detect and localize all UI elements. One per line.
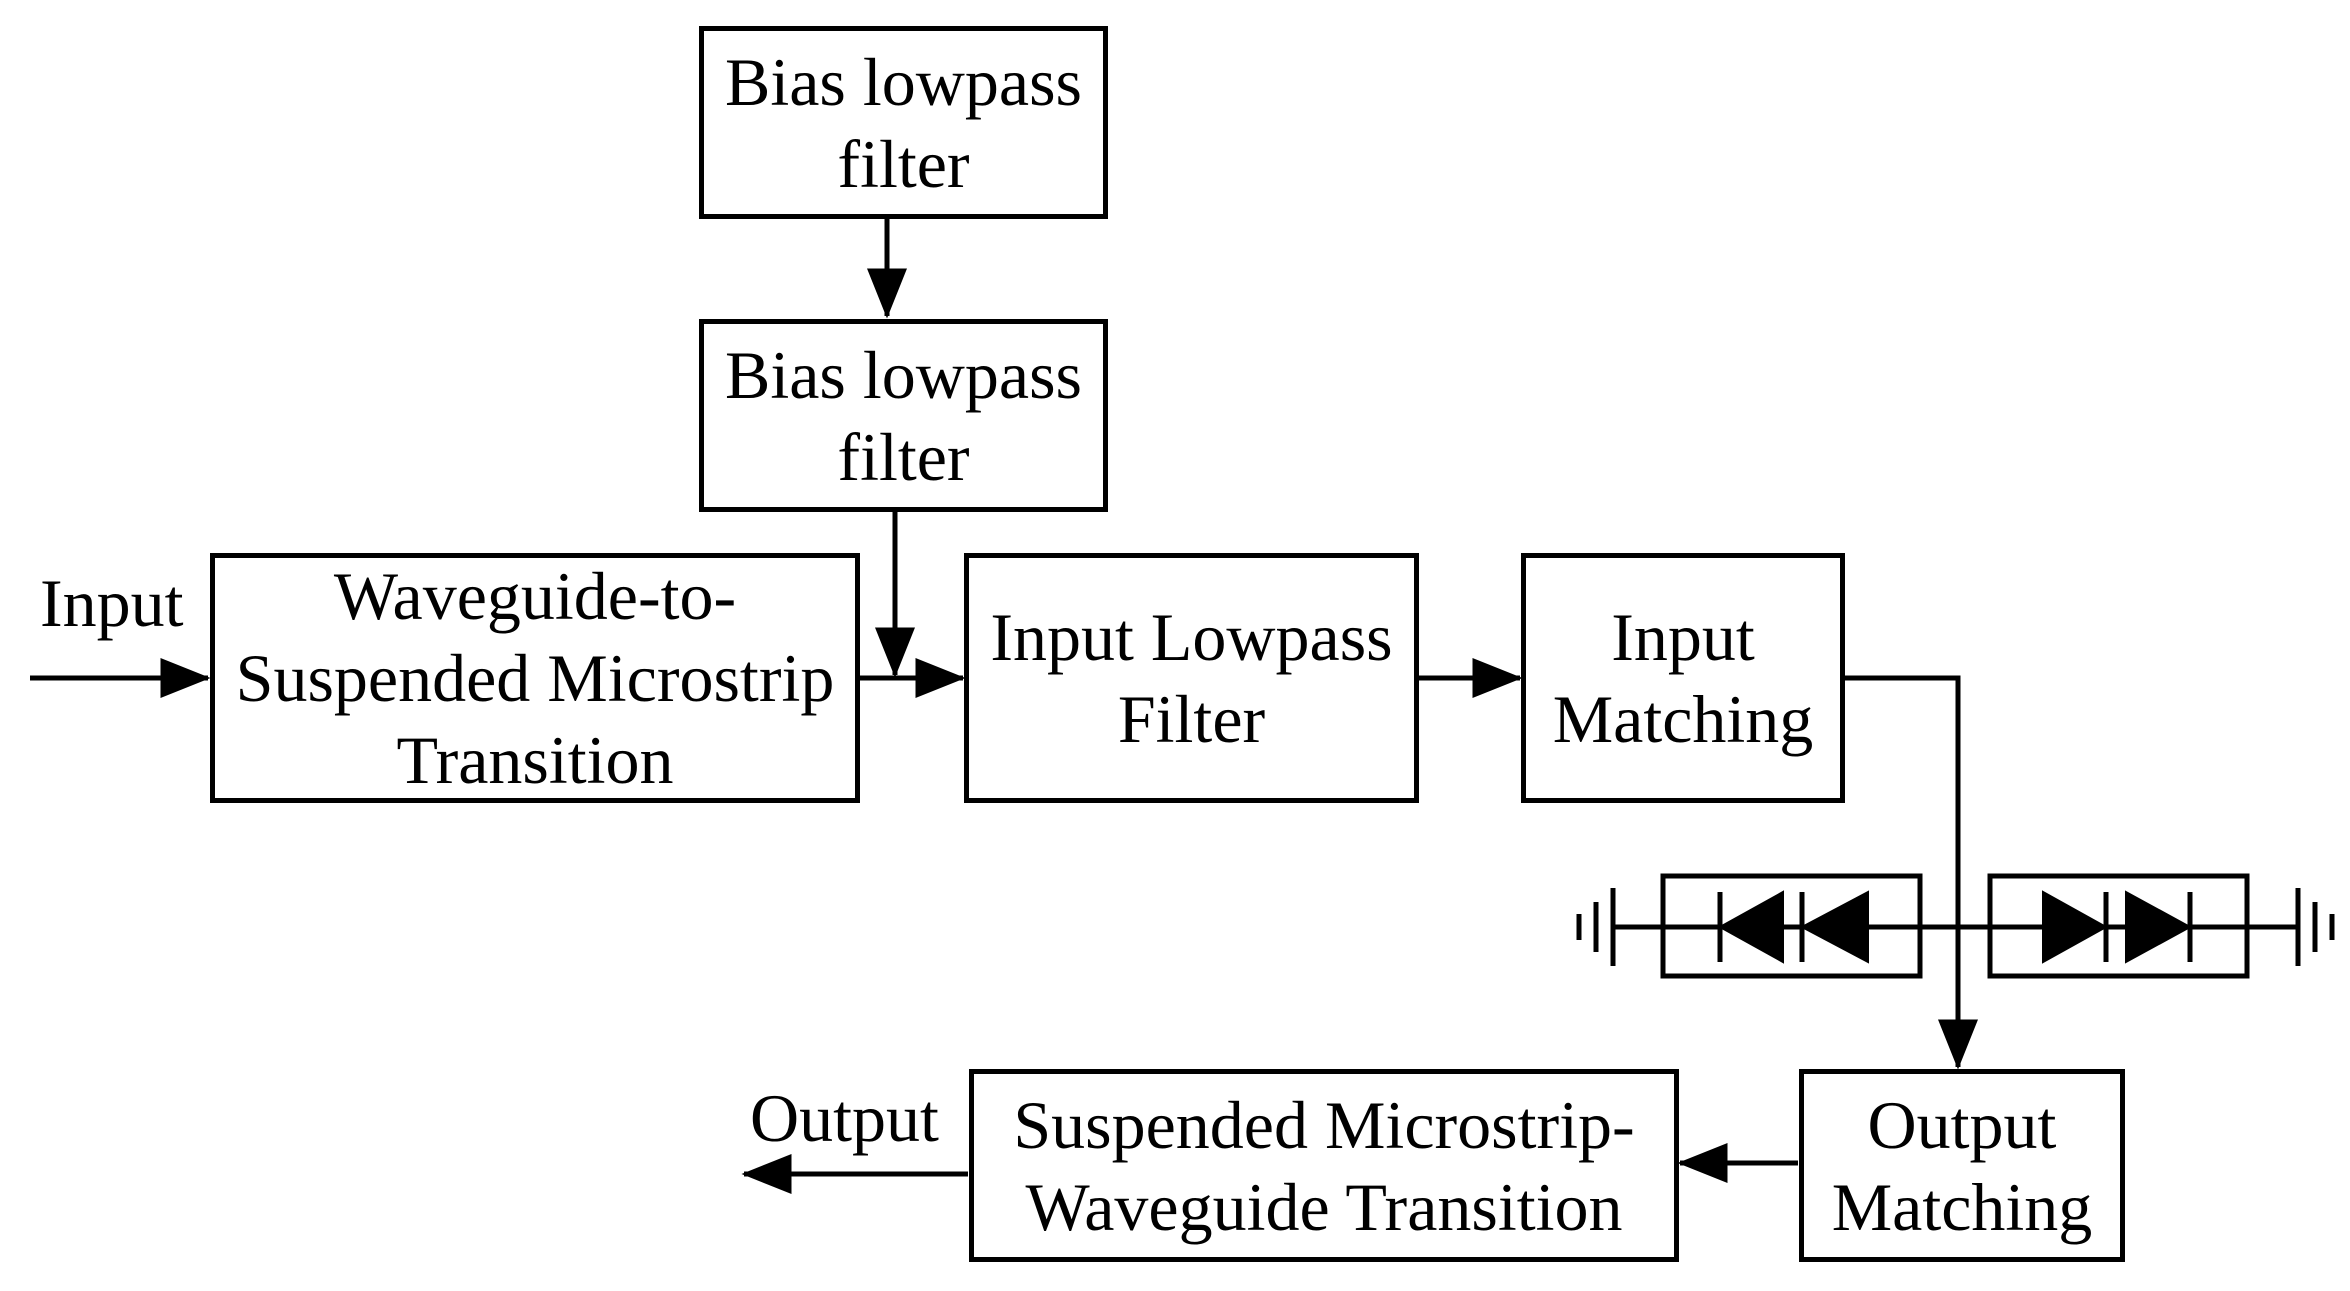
ground-icon-left	[1576, 888, 1616, 966]
block-label-line: Filter	[1117, 681, 1266, 757]
matching-to-output-matching-arrow	[1843, 675, 1978, 1070]
block-label-line: Input	[1611, 599, 1755, 675]
diode-icon-right-1	[2042, 890, 2109, 964]
bias-lowpass-filter-2: Bias lowpass filter	[699, 319, 1108, 512]
suspended-microstrip-waveguide-transition: Suspended Microstrip- Waveguide Transiti…	[969, 1069, 1679, 1262]
input-label: Input	[40, 565, 184, 641]
block-label-line: Matching	[1831, 1168, 2093, 1245]
block-label-line: Matching	[1552, 681, 1814, 757]
output-label: Output	[750, 1080, 939, 1156]
block-label-line: Suspended Microstrip-	[1013, 1086, 1635, 1163]
block-label-line: Output	[1867, 1086, 2057, 1163]
diode-package-right	[1987, 873, 2250, 979]
block-label-line: Bias lowpass	[725, 336, 1082, 413]
block-label-line: Waveguide Transition	[1025, 1168, 1623, 1245]
input-lowpass-filter: Input Lowpass Filter	[964, 553, 1419, 803]
bias-lowpass-filter-1: Bias lowpass filter	[699, 26, 1108, 219]
block-label-line: filter	[837, 125, 970, 202]
block-label-line: Waveguide-to-	[333, 558, 737, 634]
ground-icon-right	[2295, 888, 2335, 966]
diode-package-left	[1660, 873, 1923, 979]
diode-icon-left-1	[1717, 890, 1784, 964]
diode-icon-right-2	[2125, 890, 2193, 964]
waveguide-to-suspended-microstrip-transition: Waveguide-to- Suspended Microstrip Trans…	[210, 553, 860, 803]
input-matching: Input Matching	[1521, 553, 1845, 803]
diode-icon-left-2	[1799, 890, 1869, 964]
block-label-line: Bias lowpass	[725, 43, 1082, 120]
block-label-line: Suspended Microstrip	[235, 640, 835, 716]
block-label-line: filter	[837, 418, 970, 495]
block-label-line: Input Lowpass	[990, 599, 1393, 675]
block-label-line: Transition	[396, 722, 674, 798]
output-matching: Output Matching	[1799, 1069, 2125, 1262]
